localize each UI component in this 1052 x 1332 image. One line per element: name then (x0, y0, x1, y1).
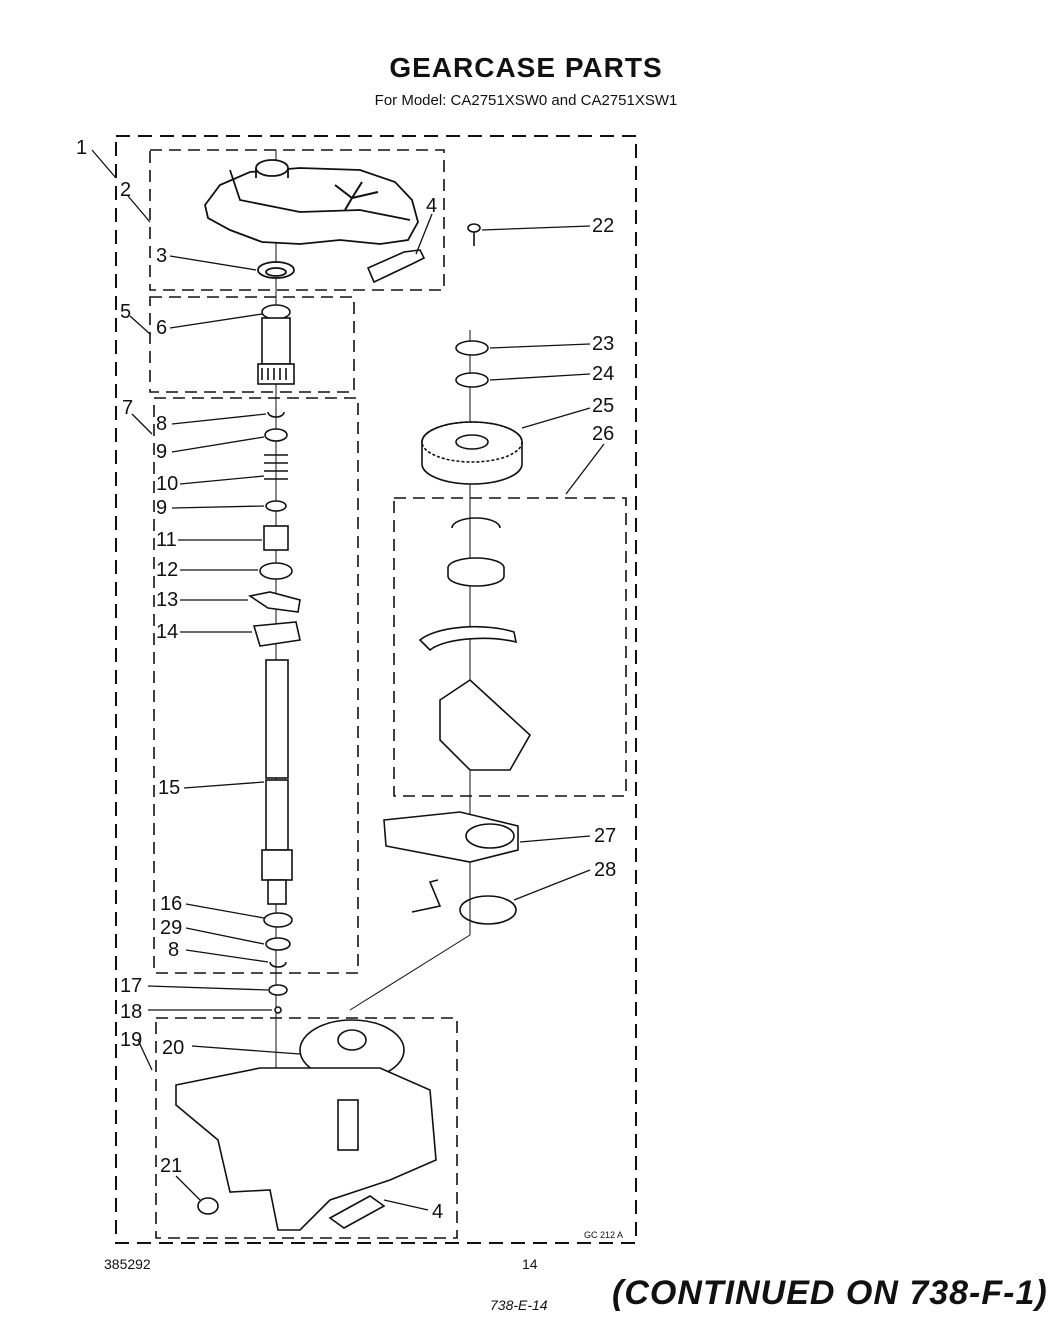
shaft-stack-parts (247, 411, 301, 1014)
group-box-7 (153, 397, 359, 974)
part-label-9b: 9 (156, 497, 167, 519)
part-label-8a: 8 (156, 413, 167, 435)
part-label-1: 1 (76, 137, 87, 159)
page-title: GEARCASE PARTS (389, 52, 663, 83)
part-label-12: 12 (156, 559, 178, 581)
washer-part-23 (455, 340, 489, 356)
drawing-code: GC 212 A (584, 1230, 623, 1240)
washer-part-24 (455, 372, 489, 388)
part-label-28: 28 (594, 859, 616, 881)
group-box-19 (155, 1017, 458, 1239)
seal-part-3 (257, 261, 295, 279)
part-label-19: 19 (120, 1029, 142, 1051)
part-label-14: 14 (156, 621, 178, 643)
part-label-13: 13 (156, 589, 178, 611)
group-box-5 (149, 296, 355, 393)
part-label-11: 11 (156, 529, 177, 551)
document-number: 385292 (104, 1256, 151, 1272)
part-label-2: 2 (120, 179, 131, 201)
part-labels: 1 2 3 4 22 5 6 7 8 9 10 9 11 12 13 14 15… (76, 137, 623, 1240)
part-label-16: 16 (160, 893, 182, 915)
part-label-23: 23 (592, 333, 614, 355)
right-stack-parts (383, 340, 532, 925)
group-box-26 (393, 497, 627, 797)
part-label-27: 27 (594, 825, 616, 847)
part-label-9a: 9 (156, 441, 167, 463)
part-label-8b: 8 (168, 939, 179, 961)
part-label-4b: 4 (432, 1201, 443, 1223)
part-label-29: 29 (160, 917, 182, 939)
continued-note: (CONTINUED ON 738-F-1) (612, 1274, 1048, 1312)
part-label-10: 10 (156, 473, 178, 495)
pinion-part-6 (257, 304, 295, 385)
part-label-4a: 4 (426, 195, 437, 217)
gearcase-cover-part (204, 159, 419, 245)
part-label-7: 7 (122, 397, 133, 419)
part-label-3: 3 (156, 245, 167, 267)
leader-lines (91, 149, 605, 1211)
part-label-22: 22 (592, 215, 614, 237)
model-subtitle: For Model: CA2751XSW0 and CA2751XSW1 (374, 92, 678, 109)
part-label-15: 15 (158, 777, 180, 799)
handwritten-reference: 738-E-14 (490, 1297, 548, 1313)
base-parts (175, 1019, 437, 1231)
part-label-6: 6 (156, 317, 167, 339)
page-number: 14 (522, 1256, 538, 1272)
screw-part-22 (467, 223, 481, 246)
part-label-24: 24 (592, 363, 614, 385)
part-label-5: 5 (120, 301, 131, 323)
part-label-21: 21 (160, 1155, 182, 1177)
part-label-20: 20 (162, 1037, 184, 1059)
part-label-26: 26 (592, 423, 614, 445)
group-box-2 (149, 149, 445, 291)
grease-tube-part-4 (366, 249, 426, 284)
part-label-25: 25 (592, 395, 614, 417)
part-label-18: 18 (120, 1001, 142, 1023)
part-label-17: 17 (120, 975, 142, 997)
